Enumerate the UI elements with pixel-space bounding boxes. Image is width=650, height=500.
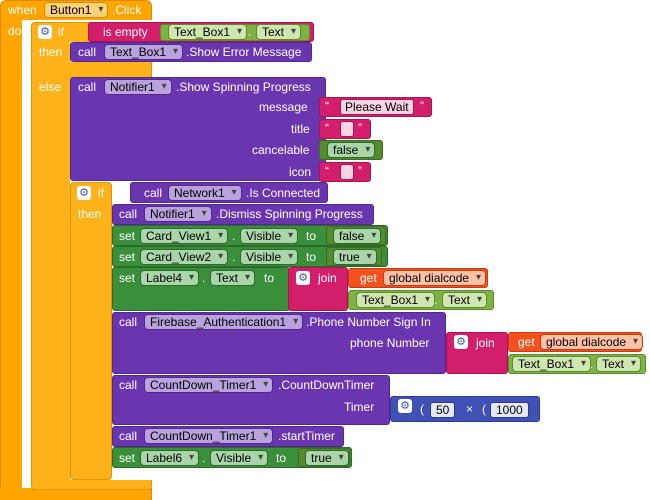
text-property-dropdown[interactable]: Text [256,24,302,40]
set-label: set [119,229,136,243]
is-empty-label: is empty [103,25,148,39]
call-label: call [119,429,138,443]
join-mutator-gear-icon[interactable]: ⚙ [296,271,310,285]
dot-separator: . [434,293,438,307]
bracket: ( [482,402,486,416]
textbox-component-dropdown[interactable]: Text_Box1 [356,292,436,308]
if-block-inner[interactable] [70,182,112,480]
set2-property-dropdown[interactable]: Visible [240,249,299,265]
if-mutator-gear-icon[interactable]: ⚙ [38,25,52,39]
open-quote: “ [325,99,329,113]
timer-param-label: Timer [344,400,375,414]
open-quote: “ [325,121,329,135]
message-text-field[interactable]: Please Wait [340,99,414,115]
event-bottom-strip [0,488,150,500]
to-label: to [264,271,275,285]
set-label: set [119,271,136,285]
close-quote: ” [358,121,362,135]
call-label: call [78,45,97,59]
text-property-dropdown[interactable]: Text [596,356,642,372]
set3-component-dropdown[interactable]: Label4 [140,270,200,286]
dot-separator: . [202,271,206,285]
to-label: to [306,229,317,243]
set1-component-dropdown[interactable]: Card_View1 [140,228,229,244]
set3-property-dropdown[interactable]: Text [210,270,256,286]
icon-text-field[interactable] [340,164,354,180]
spinner-component-dropdown[interactable]: Notifier1 [104,79,172,95]
when-label: when [8,3,37,17]
countdown-component-dropdown[interactable]: CountDown_Timer1 [144,377,274,393]
cancelable-param-label: cancelable [252,143,310,157]
icon-param-label: icon [289,165,312,179]
else-label: else [39,80,62,94]
join-block[interactable] [446,332,508,374]
multiply-operator: × [466,402,474,416]
sign-in-method-label: .Phone Number Sign In [306,315,431,329]
is-connected-method-label: .Is Connected [246,186,321,200]
start-timer-component-dropdown[interactable]: CountDown_Timer1 [144,428,274,444]
close-quote: ” [358,164,362,178]
if-label: if [58,25,64,39]
then-label: then [39,45,63,59]
set-label: set [119,451,136,465]
call-label: call [119,207,138,221]
join-label: join [318,271,337,285]
spinner-method-label: .Show Spinning Progress [176,80,311,94]
textbox-component-dropdown[interactable]: Text_Box1 [512,356,592,372]
dot-separator: . [202,451,206,465]
show-error-component-dropdown[interactable]: Text_Box1 [104,44,184,60]
do-label: do [8,24,22,38]
phone-number-param-label: phone Number [350,336,430,350]
close-quote: ” [420,99,424,113]
to-label: to [306,250,317,264]
title-param-label: title [291,122,310,136]
cancelable-value-dropdown[interactable]: false [327,142,376,158]
inner-then-label: then [78,207,102,221]
call-label: call [144,186,163,200]
network-component-dropdown[interactable]: Network1 [168,185,242,201]
set2-value-dropdown[interactable]: true [333,249,377,265]
set4-component-dropdown[interactable]: Label6 [140,450,200,466]
title-text-field[interactable] [340,121,354,137]
set4-property-dropdown[interactable]: Visible [210,450,269,466]
global-var-dropdown[interactable]: global dialcode [383,270,487,286]
set1-value-dropdown[interactable]: false [333,228,382,244]
dot-separator: . [248,25,252,39]
text-property-dropdown[interactable]: Text [442,292,488,308]
dismiss-component-dropdown[interactable]: Notifier1 [144,206,212,222]
inner-if-mutator-gear-icon[interactable]: ⚙ [77,186,91,200]
dot-separator: . [232,250,236,264]
textbox-component-dropdown[interactable]: Text_Box1 [168,24,248,40]
set4-value-dropdown[interactable]: true [305,450,349,466]
call-label: call [78,80,97,94]
set1-property-dropdown[interactable]: Visible [240,228,299,244]
message-param-label: message [259,100,308,114]
open-quote: “ [325,164,329,178]
dot-separator: . [590,357,594,371]
show-error-method-label: .Show Error Message [186,45,302,59]
get-label: get [360,271,377,285]
set2-component-dropdown[interactable]: Card_View2 [140,249,229,265]
number-field[interactable]: 50 [430,402,456,418]
number-field[interactable]: 1000 [490,402,529,418]
call-label: call [119,315,138,329]
event-name-label: .Click [112,3,142,17]
call-label: call [119,378,138,392]
join-label: join [476,336,495,350]
dismiss-method-label: .Dismiss Spinning Progress [216,207,363,221]
global-var-dropdown[interactable]: global dialcode [540,334,644,350]
multiply-mutator-gear-icon[interactable]: ⚙ [398,399,412,413]
bracket: ( [420,402,424,416]
set-label: set [119,250,136,264]
event-component-dropdown[interactable]: Button1 [44,2,109,18]
to-label: to [276,451,287,465]
join-mutator-gear-icon[interactable]: ⚙ [454,335,468,349]
countdown-method-label: .CountDownTimer [278,378,375,392]
start-timer-method-label: .startTimer [278,429,335,443]
firebase-component-dropdown[interactable]: Firebase_Authentication1 [144,314,304,330]
get-label: get [518,335,535,349]
dot-separator: . [232,229,236,243]
inner-if-label: if [98,186,104,200]
